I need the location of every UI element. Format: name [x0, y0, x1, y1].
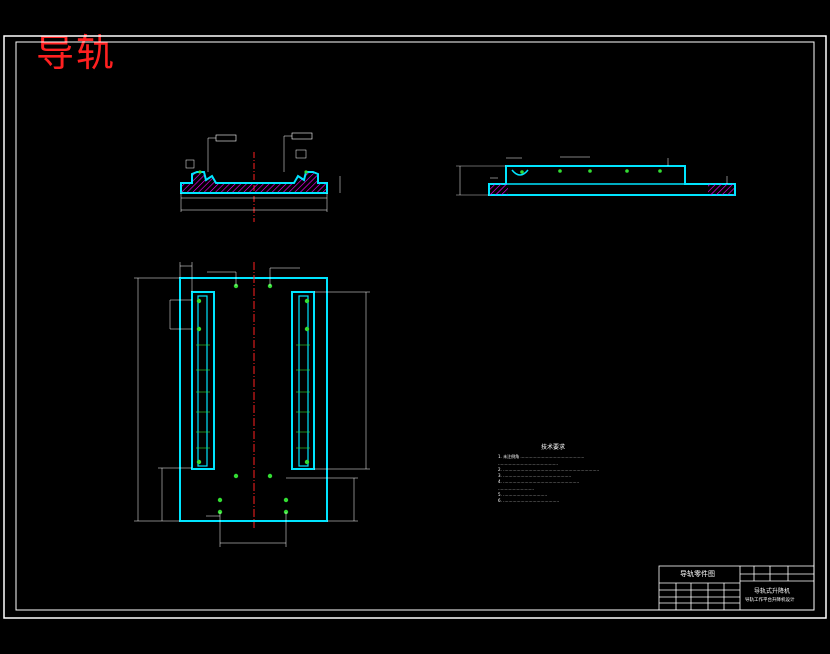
side-view-body	[488, 165, 736, 196]
side-notch	[511, 169, 529, 176]
plan-dimensions	[134, 262, 370, 547]
hole-marker	[304, 459, 310, 465]
hole-marker	[304, 326, 310, 332]
hole-marker	[658, 169, 662, 173]
drawing-title: 导轨	[36, 31, 117, 75]
tech-line: 3. ……………………………………………	[498, 473, 572, 479]
side-hatch-left	[490, 184, 508, 195]
hole-marker	[558, 169, 562, 173]
front-section-view	[180, 132, 341, 222]
hole-marker	[196, 298, 202, 304]
detail-marker	[295, 149, 307, 159]
slot-ticks	[196, 344, 310, 449]
title-block	[658, 565, 815, 611]
inner-frame	[15, 41, 815, 611]
detail-marker	[185, 159, 195, 169]
hole-marker	[588, 169, 592, 173]
hole-marker	[196, 326, 202, 332]
tech-line: 5. ……………………………	[498, 492, 548, 498]
tech-line: 2. ………………………………………………………………	[498, 466, 600, 472]
tech-line: 4. …………………………………………………	[498, 479, 580, 485]
title-block-name: 导轨零件图	[680, 570, 715, 578]
plan-slot-left-inner	[197, 295, 208, 467]
plan-slot-left-outer	[191, 291, 215, 470]
roughness-box-right	[291, 132, 313, 140]
tech-line: ………………………	[498, 485, 534, 491]
tech-requirements-heading: 技术要求	[540, 444, 565, 451]
tech-line: ………………………………………	[498, 460, 558, 466]
side-view	[456, 156, 736, 196]
outer-frame	[3, 35, 827, 619]
plan-view	[134, 262, 370, 547]
title-block-subtitle: 导轨工作平台升降机设计	[745, 598, 795, 603]
hole-marker	[233, 473, 239, 479]
hole-marker	[520, 170, 524, 174]
roughness-box-left	[215, 134, 237, 142]
plan-slot-right-inner	[298, 295, 309, 467]
title-block-school: 导轨式升降机	[754, 588, 791, 595]
hole-marker	[198, 170, 202, 174]
tech-line: 6. ……………………………………	[498, 498, 560, 504]
title-block-frame	[658, 565, 815, 611]
hole-marker	[267, 473, 273, 479]
tech-line: 1. 未注倒角 …………………………………………	[498, 454, 585, 460]
side-hatch-right	[708, 184, 734, 195]
hole-marker	[217, 497, 223, 503]
plan-slot-right-outer	[291, 291, 315, 470]
hole-marker	[625, 169, 629, 173]
hole-marker	[304, 170, 308, 174]
hole-marker	[283, 497, 289, 503]
hole-marker	[304, 298, 310, 304]
tech-requirements: 技术要求 1. 未注倒角 ………………………………………… ……………………………	[498, 444, 648, 505]
front-section-body	[180, 171, 328, 194]
hole-marker	[196, 459, 202, 465]
